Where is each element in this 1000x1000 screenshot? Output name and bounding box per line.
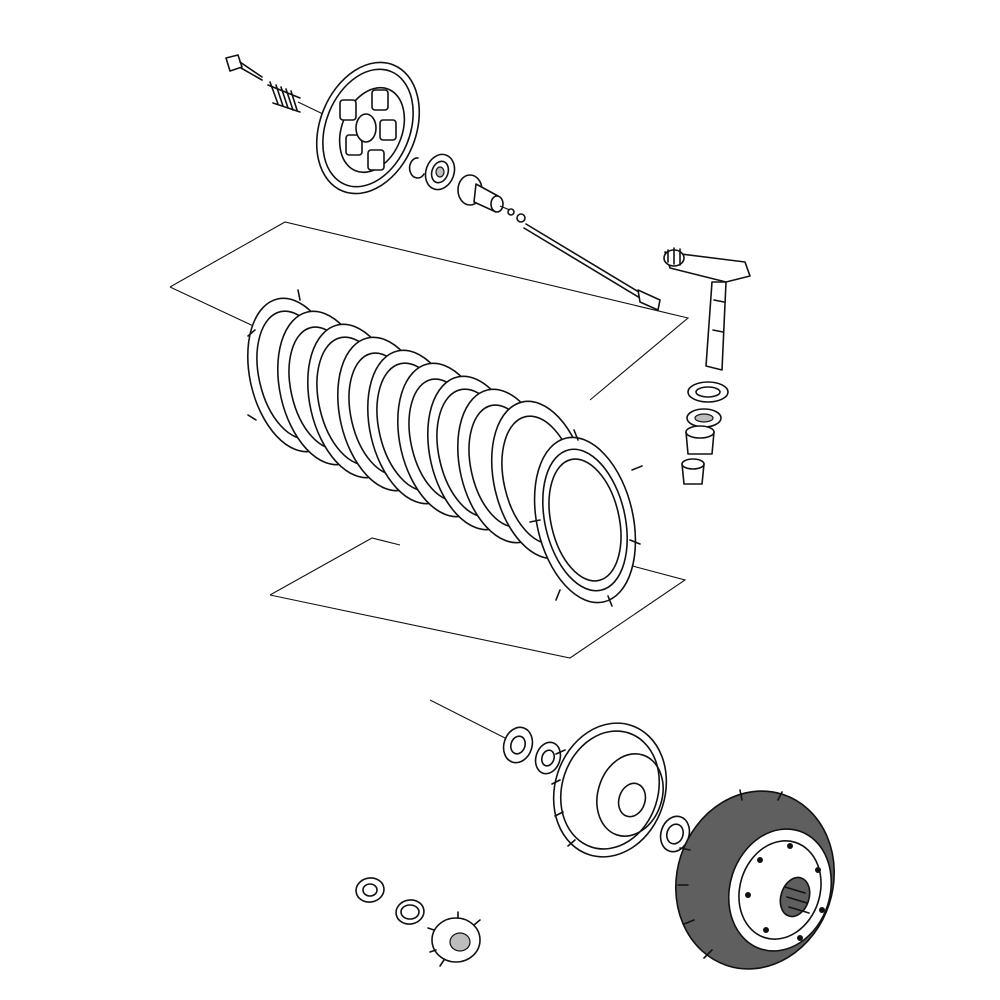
shaft-collar — [681, 458, 705, 485]
drive-gear-washer — [395, 899, 425, 925]
hub-axis-line — [429, 699, 506, 739]
steel-ball — [507, 208, 515, 216]
pressure-plate — [315, 61, 421, 195]
hub-nut — [502, 726, 534, 764]
lower-group-outline — [269, 537, 687, 659]
shaft-bushing — [685, 425, 715, 455]
drive-gear-nut — [355, 877, 385, 903]
clutch-plate-10 — [529, 429, 643, 607]
clutch-plate-stack — [246, 289, 643, 607]
primary-drive-gear — [427, 911, 481, 967]
thrust-washer — [659, 815, 691, 853]
release-bearing — [424, 153, 456, 191]
shaft-oil-seal — [687, 381, 729, 403]
steel-ball-2 — [516, 213, 526, 223]
upper-group-outline — [169, 221, 690, 401]
clutch-bolt — [225, 54, 263, 81]
pressure-plate-bosses — [339, 89, 397, 171]
lock-washer — [534, 741, 562, 775]
clutch-lifter — [457, 174, 511, 213]
release-lever-shaft — [663, 247, 751, 371]
clutch-housing — [674, 789, 836, 970]
push-rod — [523, 223, 661, 311]
shaft-bearing — [686, 408, 722, 428]
circlip — [408, 157, 425, 179]
clutch-spring — [267, 81, 301, 113]
clutch-inner-hub — [551, 722, 668, 858]
bolt-axis-line — [297, 101, 326, 116]
